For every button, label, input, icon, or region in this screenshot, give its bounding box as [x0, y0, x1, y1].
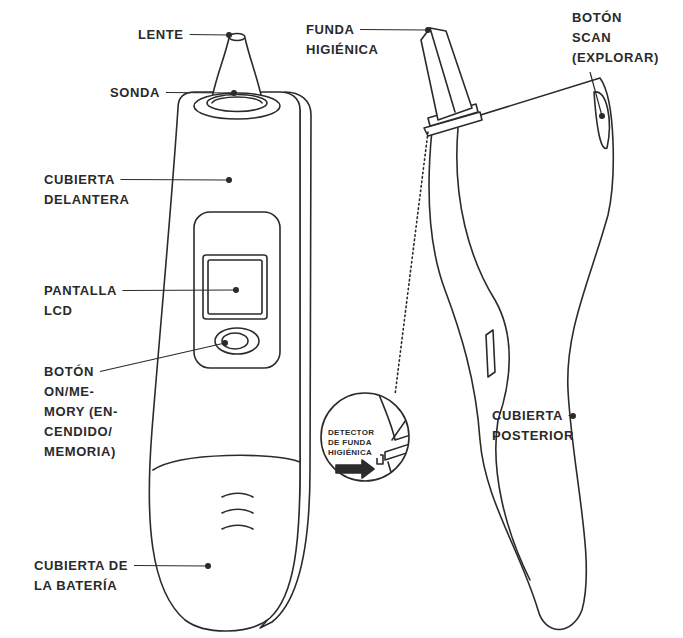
leader-dot — [206, 564, 211, 569]
part-label: CUBIERTA DELANTERA — [44, 170, 156, 210]
leader-dot — [571, 414, 576, 419]
leader-line — [166, 92, 234, 94]
scan-button — [594, 92, 609, 148]
inset-border — [321, 393, 409, 481]
probe-cover — [421, 28, 472, 120]
part-label: BOTÓN ON/ME- MORY (EN- CENDIDO/ MEMORIA) — [44, 362, 124, 462]
front-cover-edge — [457, 128, 530, 580]
leader-dot — [223, 341, 228, 346]
inset-circle: DETECTOR DE FUNDA HIGIÉNICA — [320, 392, 410, 482]
part-label: BOTÓN SCAN (EXPLORAR) — [572, 8, 652, 68]
battery-cover-line — [153, 455, 300, 470]
probe-cover-edge — [430, 28, 455, 112]
probe-collar-inner — [207, 95, 267, 112]
rear-cover — [429, 78, 613, 630]
leader-line — [190, 34, 229, 36]
leader-dot — [234, 288, 239, 293]
part-label: PANTALLA LCD — [44, 281, 139, 321]
probe-collar — [194, 93, 280, 119]
part-label: CUBIERTA POSTERIOR — [492, 406, 592, 446]
side-tab — [486, 330, 495, 377]
leader-line — [122, 289, 236, 291]
leader-line — [100, 343, 225, 372]
leader-line — [121, 179, 229, 181]
front-cover — [149, 92, 300, 631]
leader-dot — [600, 114, 605, 119]
inset-label: DETECTOR DE FUNDA HIGIÉNICA — [328, 428, 380, 458]
leader-line — [590, 72, 602, 116]
leader-dot — [232, 91, 237, 96]
inset-housing — [378, 392, 420, 440]
leader-dot — [426, 28, 431, 33]
probe-base — [212, 97, 262, 103]
part-label: LENTE — [138, 25, 184, 45]
vent-slot — [222, 493, 253, 497]
lcd-frame — [203, 255, 267, 319]
leader-line — [134, 565, 208, 567]
button — [222, 333, 248, 349]
detector-arrow — [336, 460, 374, 478]
part-label: FUNDA HIGIÉNICA — [306, 20, 401, 60]
inset-ground — [320, 392, 410, 482]
vent-slot — [222, 509, 253, 513]
vent-slot — [222, 525, 253, 529]
leader-dot — [227, 33, 232, 38]
lcd-screen — [208, 260, 262, 314]
part-label: CUBIERTA DE LA BATERÍA — [34, 556, 146, 596]
part-label: SONDA — [110, 83, 160, 103]
button-ring — [215, 328, 259, 354]
leader-line — [360, 29, 428, 31]
leader-dot — [227, 178, 232, 183]
dotted-pointer — [395, 132, 428, 395]
